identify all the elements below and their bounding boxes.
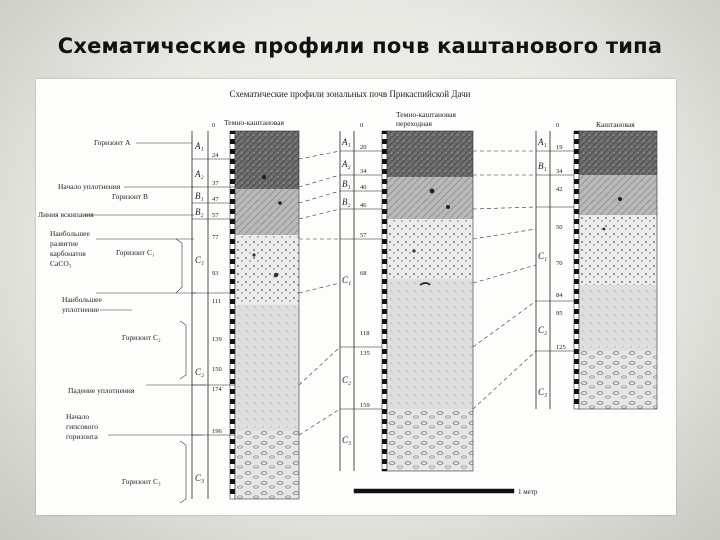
label-gypsum-2: гипсового [66,422,98,431]
label-carbonate-1: Наибольшее [50,229,90,238]
p1-depth: 174 [212,386,223,393]
label-compaction-start: Начало уплотнения [58,182,121,191]
label-horizon-c1: Горизонт С₁ [116,248,155,257]
p3-horizon-a1: A₁ [537,137,547,147]
label-horizon-c3: Горизонт С₃ [122,477,161,486]
p2-depth: 46 [360,202,367,209]
label-effervescence-line: Линия вскипания [38,210,94,219]
p1-depth: 77 [212,234,219,241]
p2-depth: 57 [360,232,367,239]
label-gypsum-1: Начало [66,412,89,421]
p1-horizon-b2: B₂ [195,207,204,217]
p3-depth: 84 [556,292,563,299]
p1-horizon-b1: B₁ [195,191,204,201]
p1-horizon-c3: C₃ [195,473,204,483]
p2-horizon-c1: C₁ [342,275,351,285]
label-leaders [84,142,206,504]
p2-horizon-a2: A₂ [341,159,351,169]
p1-depth: 0 [212,122,215,129]
label-gypsum-3: горизонта [66,432,98,441]
label-horizon-b: Горизонт В [112,192,148,201]
p3-depth: 19 [556,144,563,151]
p3-depth: 34 [556,168,563,175]
profile-3-chestnut: Каштановая A₁ B₁ C₁ C₂ C₃ 0 19 34 [535,120,658,410]
p1-horizon-a1: A₁ [194,141,204,151]
p2-horizon-b1: B₁ [342,179,351,189]
p2-depth: 68 [360,270,367,277]
p3-horizon-c2: C₂ [538,325,547,335]
p1-depth: 150 [212,366,222,373]
p2-depth: 118 [360,330,370,337]
p3-depth: 0 [556,122,559,129]
profile-2-title-1: Темно-каштановая [396,110,456,119]
label-carbonate-3: карбонатов [50,249,86,258]
p1-depth: 139 [212,336,222,343]
p1-depth: 24 [212,152,219,159]
label-carbonate-4: CaCO₃ [50,259,72,268]
p1-depth: 57 [212,212,219,219]
p2-depth: 20 [360,144,367,151]
p3-depth: 50 [556,224,563,231]
p3-depth: 95 [556,310,563,317]
p1-depth: 47 [212,196,219,203]
p1-depth: 196 [212,428,223,435]
p3-horizon-c1: C₁ [538,251,547,261]
slide-title: Схематические профили почв каштанового т… [57,34,663,58]
label-carbonate-2: развитие [50,239,79,248]
p2-depth: 159 [360,402,370,409]
p2-depth: 40 [360,184,367,191]
profile-1-title: Темно-каштановая [224,118,284,127]
p3-depth: 42 [556,186,563,193]
profile-2-title-2: переходная [396,119,432,128]
label-horizon-c2: Горизонт С₂ [122,333,161,342]
scale-label: 1 метр [518,488,538,496]
label-horizon-a: Горизонт А [94,138,131,147]
p3-horizon-c3: C₃ [538,387,547,397]
scale-bar: 1 метр [353,488,538,496]
p2-depth: 0 [360,122,363,129]
p3-depth: 125 [556,344,566,351]
p2-horizon-c2: C₂ [342,375,351,385]
profile-3-title: Каштановая [596,120,635,129]
p1-horizon-a2: A₂ [194,169,204,179]
p1-depth: 93 [212,270,219,277]
correlation-lines [298,150,537,436]
label-max-compaction-1: Наибольшее [62,295,102,304]
p2-horizon-c3: C₃ [342,435,351,445]
p1-depth: 111 [212,298,221,305]
left-labels: Горизонт А Начало уплотнения Горизонт В … [38,138,161,486]
soil-profiles-figure: Схематические профили зональных почв При… [36,79,676,515]
p2-horizon-b2: B₂ [342,197,351,207]
p2-horizon-a1: A₁ [341,137,351,147]
figure-caption: Схематические профили зональных почв При… [230,89,471,99]
p2-depth: 135 [360,350,370,357]
label-compaction-drop: Падение уплотнения [68,386,135,395]
p1-horizon-c2: C₂ [195,367,204,377]
p2-depth: 34 [360,168,367,175]
p1-horizon-c1: C₁ [195,255,204,265]
p3-depth: 70 [556,260,563,267]
label-max-compaction-2: уплотнение [62,305,100,314]
p3-horizon-b1: B₁ [538,161,547,171]
profile-1-dark-chestnut: Темно-каштановая A₁ A₂ [191,118,300,500]
p1-depth: 37 [212,180,219,187]
profile-2-dark-chestnut-transitional: Темно-каштановая переходная A₁ A₂ B₁ B₂ [339,110,474,472]
